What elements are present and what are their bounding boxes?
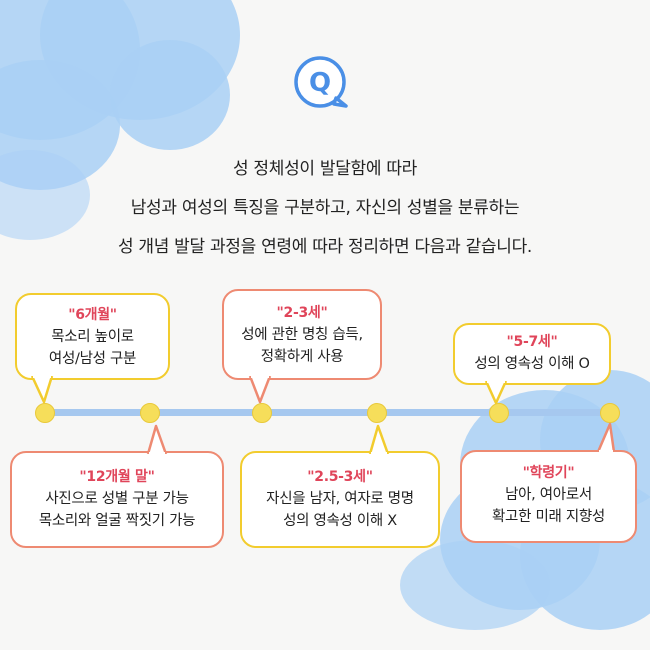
stage-age: "2.5-3세" bbox=[307, 469, 373, 485]
bubble-tail bbox=[146, 424, 168, 454]
stage-description: 정확하게 사용 bbox=[260, 349, 344, 365]
intro-line: 남성과 여성의 특징을 구분하고, 자신의 성별을 분류하는 bbox=[130, 198, 520, 218]
bubble-tail bbox=[596, 422, 616, 452]
stage-age: "5-7세" bbox=[506, 334, 558, 350]
intro-line: 성 정체성이 발달함에 따라 bbox=[232, 159, 418, 179]
stage-description: 확고한 미래 지향성 bbox=[492, 509, 605, 525]
bubble-tail bbox=[368, 424, 390, 454]
bubble-tail bbox=[30, 376, 54, 404]
stage-bubble-12-months: "12개월 말" 사진으로 성별 구분 가능 목소리와 얼굴 짝짓기 가능 bbox=[10, 451, 224, 548]
timeline-dot bbox=[35, 403, 55, 423]
stage-bubble-5-7-years: "5-7세" 성의 영속성 이해 O bbox=[453, 323, 611, 385]
stage-description: 사진으로 성별 구분 가능 bbox=[45, 491, 189, 507]
stage-description: 성의 영속성 이해 O bbox=[474, 356, 590, 372]
intro-text: 성 정체성이 발달함에 따라 남성과 여성의 특징을 구분하고, 자신의 성별을… bbox=[0, 150, 650, 267]
stage-description: 남아, 여아로서 bbox=[505, 487, 592, 503]
timeline-dot bbox=[367, 403, 387, 423]
stage-description: 여성/남성 구분 bbox=[48, 351, 137, 367]
stage-description: 성에 관한 명칭 습득, bbox=[241, 327, 363, 343]
stage-bubble-2-5-3-years: "2.5-3세" 자신을 남자, 여자로 명명 성의 영속성 이해 X bbox=[240, 451, 440, 548]
stage-description: 목소리와 얼굴 짝짓기 가능 bbox=[38, 513, 196, 529]
timeline-line bbox=[44, 409, 610, 416]
stage-bubble-6-months: "6개월" 목소리 높이로 여성/남성 구분 bbox=[15, 293, 170, 380]
stage-bubble-2-3-years: "2-3세" 성에 관한 명칭 습득, 정확하게 사용 bbox=[222, 289, 382, 380]
bubble-tail bbox=[484, 381, 508, 405]
timeline-dot bbox=[489, 403, 509, 423]
stage-age: "12개월 말" bbox=[79, 469, 155, 485]
timeline-dot bbox=[600, 403, 620, 423]
timeline-dot bbox=[140, 403, 160, 423]
badge-letter: Q bbox=[309, 68, 331, 98]
stage-age: "2-3세" bbox=[276, 305, 328, 321]
stage-bubble-school-age: "학령기" 남아, 여아로서 확고한 미래 지향성 bbox=[460, 450, 637, 543]
stage-age: "6개월" bbox=[68, 307, 117, 323]
timeline-dot bbox=[252, 403, 272, 423]
question-badge-icon: Q bbox=[294, 56, 348, 108]
stage-description: 자신을 남자, 여자로 명명 bbox=[266, 491, 414, 507]
intro-line: 성 개념 발달 과정을 연령에 따라 정리하면 다음과 같습니다. bbox=[117, 237, 533, 257]
stage-age: "학령기" bbox=[522, 465, 575, 481]
bubble-tail bbox=[248, 376, 272, 404]
stage-description: 성의 영속성 이해 X bbox=[283, 513, 397, 529]
stage-description: 목소리 높이로 bbox=[51, 329, 134, 345]
